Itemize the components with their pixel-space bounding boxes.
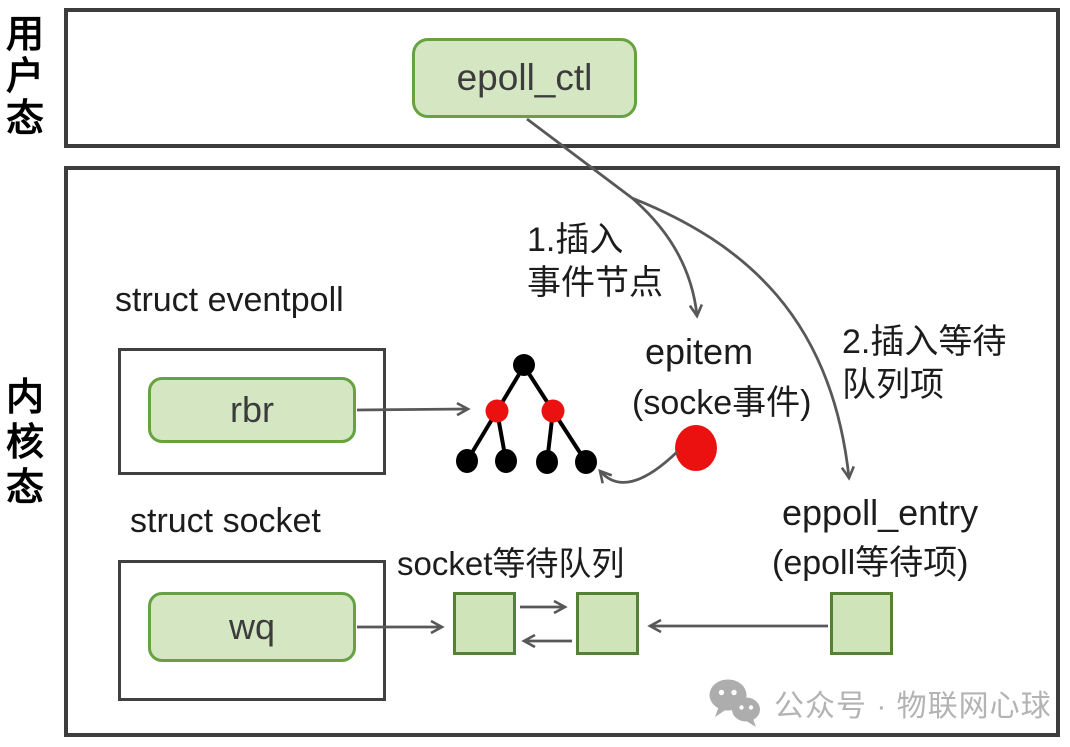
kernel-mode-label: 内核态 [6,377,45,509]
rbr-node: rbr [148,377,356,443]
watermark-text: 公众号 · 物联网心球 [774,690,1052,723]
struct-socket-label: struct socket [130,502,321,540]
wait-queue-node-1 [453,592,516,655]
socket-wait-queue-label: socket等待队列 [397,545,625,582]
eppoll-entry-subtitle: (epoll等待项) [772,544,969,582]
step2-line2: 队列项 [842,366,944,404]
epitem-subtitle: (socke事件) [632,384,812,422]
step2-line1: 2.插入等待 [842,323,1007,361]
wait-queue-node-2 [576,592,639,655]
watermark: 公众号 · 物联网心球 [708,678,1052,728]
epitem-title: epitem [645,331,754,372]
step1-line1: 1.插入 [527,221,624,259]
epoll-ctl-node: epoll_ctl [412,38,637,118]
step2-annotation: 2.插入等待 队列项 [842,321,1006,407]
eppoll-entry-node [830,592,893,655]
wq-node: wq [148,592,356,662]
struct-eventpoll-label: struct eventpoll [115,281,344,319]
eppoll-entry-title: eppoll_entry [782,492,979,533]
step1-annotation: 1.插入 事件节点 [527,219,663,305]
step1-line2: 事件节点 [527,264,663,302]
wechat-icon [709,679,760,727]
user-mode-label: 用户态 [6,14,45,140]
